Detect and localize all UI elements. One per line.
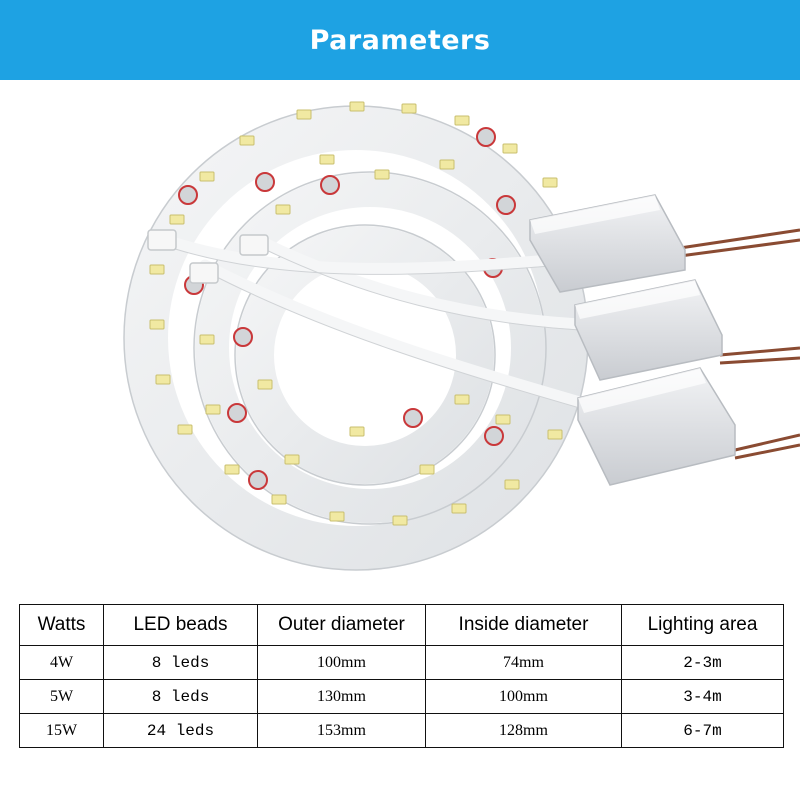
cell-led-beads: 8 leds	[103, 679, 258, 714]
header-outer-diameter: Outer diameter	[257, 604, 426, 646]
header-lighting-area: Lighting area	[621, 604, 784, 646]
power-wires	[679, 228, 800, 460]
led-driver-boxes	[529, 194, 736, 486]
cell-inside-diameter: 100mm	[425, 679, 622, 714]
cell-inside-diameter: 74mm	[425, 645, 622, 680]
wire-connectors	[147, 229, 269, 284]
cell-outer-diameter: 153mm	[257, 713, 426, 748]
cell-inside-diameter: 128mm	[425, 713, 622, 748]
cell-watts: 5W	[19, 679, 104, 714]
header-led-beads: LED beads	[103, 604, 258, 646]
table-row: 15W 24 leds 153mm 128mm 6-7m	[19, 713, 784, 748]
page-title: Parameters	[309, 24, 491, 56]
cell-lighting-area: 3-4m	[621, 679, 784, 714]
cell-outer-diameter: 100mm	[257, 645, 426, 680]
table-row: 4W 8 leds 100mm 74mm 2-3m	[19, 645, 784, 680]
led-ring-small	[234, 224, 496, 486]
led-ring-medium	[193, 171, 547, 525]
cell-led-beads: 8 leds	[103, 645, 258, 680]
parameters-table: Watts LED beads Outer diameter Inside di…	[19, 604, 784, 748]
cell-led-beads: 24 leds	[103, 713, 258, 748]
header-watts: Watts	[19, 604, 104, 646]
title-banner: Parameters	[0, 0, 800, 80]
driver-cables	[154, 232, 606, 411]
cell-outer-diameter: 130mm	[257, 679, 426, 714]
cell-watts: 15W	[19, 713, 104, 748]
header-inside-diameter: Inside diameter	[425, 604, 622, 646]
table-header-row: Watts LED beads Outer diameter Inside di…	[19, 604, 784, 646]
cell-watts: 4W	[19, 645, 104, 680]
product-photo	[123, 101, 800, 571]
cell-lighting-area: 6-7m	[621, 713, 784, 748]
led-chips	[149, 101, 563, 526]
table-row: 5W 8 leds 130mm 100mm 3-4m	[19, 679, 784, 714]
cell-lighting-area: 2-3m	[621, 645, 784, 680]
